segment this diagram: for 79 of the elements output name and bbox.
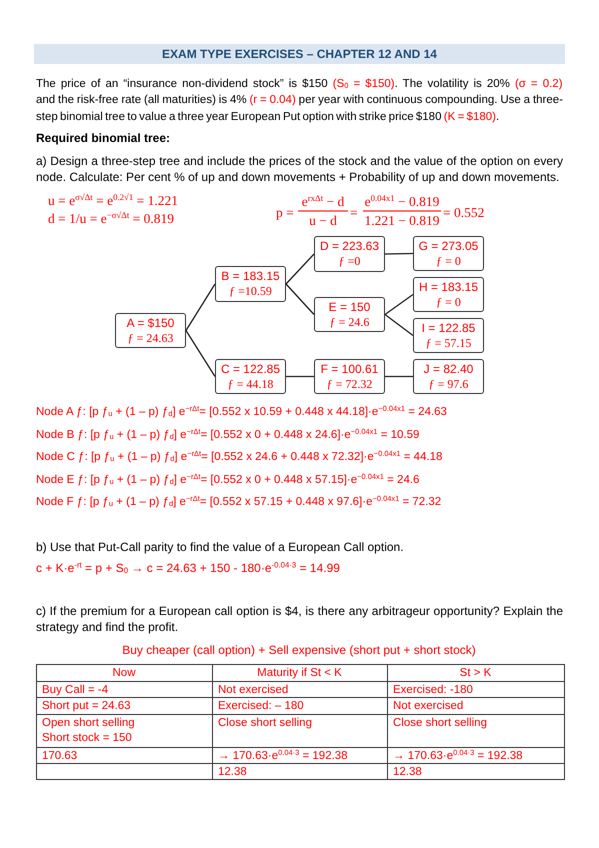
table-entry: → 170.63·e$^{0.04·3}$ = 192.38 <box>393 748 523 764</box>
table-entry: Exercised: -180 <box>393 682 473 698</box>
formula: u = e$^{σ√Δt}$ = e$^{0.2√1}$ = 1.221 <box>48 192 178 209</box>
option-value: ƒ = 72.32 <box>326 376 372 392</box>
table-entry: 170.63 <box>42 748 78 764</box>
tree-node-box <box>314 297 385 332</box>
option-value: ƒ = 57.15 <box>426 336 472 350</box>
tree-node-box <box>215 266 286 302</box>
table-entry: Buy Call = -4 <box>42 682 108 698</box>
tree-branch-line <box>384 294 414 316</box>
table-entry: → 170.63·e$^{0.04·3}$ = 192.38 <box>218 748 348 764</box>
table-entry: Open short selling <box>42 716 135 730</box>
tree-branch-line <box>384 314 414 336</box>
option-value: ƒ = 0 <box>436 254 461 268</box>
table-entry: Not exercised <box>393 698 464 714</box>
task-description: a) Design a three-step tree and include the prices of the stock and the value of the option on every node. Calculate: Per cent % of up and down movements + Probability of up and down movements. <box>36 152 563 186</box>
node-price: H = 183.15 <box>418 280 478 294</box>
table-entry: Close short selling <box>393 716 487 730</box>
table-entry: Exercised: – 180 <box>218 698 304 714</box>
node-formula: Node E ƒ: [p ƒ$_{u}$ + (1 – p) ƒ$_{d}$] e$^{−rΔt}$= [0.552 x 0 + 0.448 x 57.15]·e$^{−0.04x1}$ = 24.6 <box>36 472 420 488</box>
tree-node-box <box>413 277 484 312</box>
formula: d = 1/u = e$^{−σ√Δt}$ = 0.819 <box>48 210 174 227</box>
table-entry: Close short selling <box>218 716 312 730</box>
option-value: ƒ =10.59 <box>229 284 272 299</box>
table-entry: Short put = 24.63 <box>42 698 131 714</box>
node-price: E = 150 <box>328 300 370 314</box>
fraction-denominator: u − d <box>309 212 337 228</box>
option-value: ƒ = 44.18 <box>228 376 274 392</box>
node-price: G = 273.05 <box>418 238 478 254</box>
option-value: ƒ = 24.6 <box>330 314 370 330</box>
node-price: B = 183.15 <box>221 269 280 284</box>
node-price: J = 82.40 <box>424 362 474 376</box>
question-text: c) If the premium for a European call option is $4, is there any arbitrageur opportunity? Explain the strategy and find the profit. <box>36 603 563 635</box>
node-price: I = 122.85 <box>422 320 476 336</box>
column-header: Now <box>112 666 136 680</box>
node-price: F = 100.61 <box>320 362 378 376</box>
node-price: A = $150 <box>126 316 174 330</box>
table-entry: 12.38 <box>218 764 247 780</box>
option-value: ƒ = 97.6 <box>428 376 468 392</box>
node-formula: Node C ƒ: [p ƒ$_{u}$ + (1 – p) ƒ$_{d}$] e$^{−rΔt}$= [0.552 x 24.6 + 0.448 x 72.32]·e$^{−0.04x1}$ = 44.18 <box>36 449 442 466</box>
tree-branch-line <box>286 254 314 284</box>
node-formula: Node F ƒ: [p ƒ$_{u}$ + (1 – p) ƒ$_{d}$] e$^{−rΔt}$= [0.552 x 57.15 + 0.448 x 97.6]·e$^{−0.04x1}$ = 72.32 <box>36 494 442 510</box>
node-price: C = 122.85 <box>220 362 280 376</box>
parity-formula: c + K·e$^{-rt}$ = p + S$_{0}$ → c = 24.63 + 150 - 180·e$^{-0.04·3}$ = 14.99 <box>36 560 340 576</box>
table-entry: Not exercised <box>218 682 288 698</box>
tree-branch-line <box>385 376 413 378</box>
node-formula: Node A ƒ: [p ƒ$_{u}$ + (1 – p) ƒ$_{d}$] e$^{−rΔt}$= [0.552 x 10.59 + 0.448 x 44.18]·e$^{−0.04x1}$ = 24.63 <box>36 404 447 420</box>
tree-branch-line <box>286 284 314 315</box>
formula: = <box>350 204 358 220</box>
tree-node-box <box>215 359 286 394</box>
problem-statement: The price of an “insurance non-dividend stock” is $150 (S$_{0}$ = $150). The volatility is 20% (σ = 0.2) and the risk-free rate (all maturities) is 4% (r = 0.04) per year with continuous compounding. Use a three-step binomial tree to value a three year European Put option with strike price $180 (K = $180). <box>36 76 563 124</box>
column-header: St > K <box>460 666 492 680</box>
strategy-note: Buy cheaper (call option) + Sell expensive (short put + short stock) <box>122 642 476 658</box>
formula: p = <box>276 204 294 220</box>
tree-branch-line <box>286 376 314 378</box>
tree-branch-line <box>384 252 414 255</box>
question-text: b) Use that Put-Call parity to find the value of a European Call option. <box>36 538 404 555</box>
title-banner: EXAM TYPE EXERCISES – CHAPTER 12 AND 14 <box>34 44 565 64</box>
tree-node-box <box>115 313 186 348</box>
node-price: D = 223.63 <box>320 239 380 254</box>
option-value: ƒ =0 <box>338 254 360 269</box>
fraction-denominator: 1.221 − 0.819 <box>364 212 440 228</box>
option-value: ƒ = 24.63 <box>128 330 174 346</box>
option-value: ƒ = 0 <box>436 294 461 310</box>
tree-node-box <box>413 318 484 353</box>
table-entry: 12.38 <box>393 764 422 780</box>
tree-node-box <box>314 236 385 272</box>
fraction-numerator: e$^{0.04x1}$ − 0.819 <box>364 193 440 210</box>
tree-branch-line <box>185 284 216 331</box>
node-formula: Node B ƒ: [p ƒ$_{u}$ + (1 – p) ƒ$_{d}$] e$^{−rΔt}$= [0.552 x 0 + 0.448 x 24.6]·e$^{−0.04x1}$ = 10.59 <box>36 427 420 443</box>
fraction-numerator: e$^{rxΔt}$ − d <box>302 193 344 210</box>
column-header: Maturity if St < K <box>257 666 342 680</box>
section-heading: Required binomial tree: <box>36 130 170 146</box>
tree-node-box <box>413 359 484 394</box>
tree-node-box <box>314 359 385 394</box>
tree-branch-line <box>185 330 216 377</box>
table-entry: Short stock = 150 <box>42 731 132 746</box>
tree-node-box <box>413 236 484 271</box>
formula: = 0.552 <box>443 204 484 220</box>
